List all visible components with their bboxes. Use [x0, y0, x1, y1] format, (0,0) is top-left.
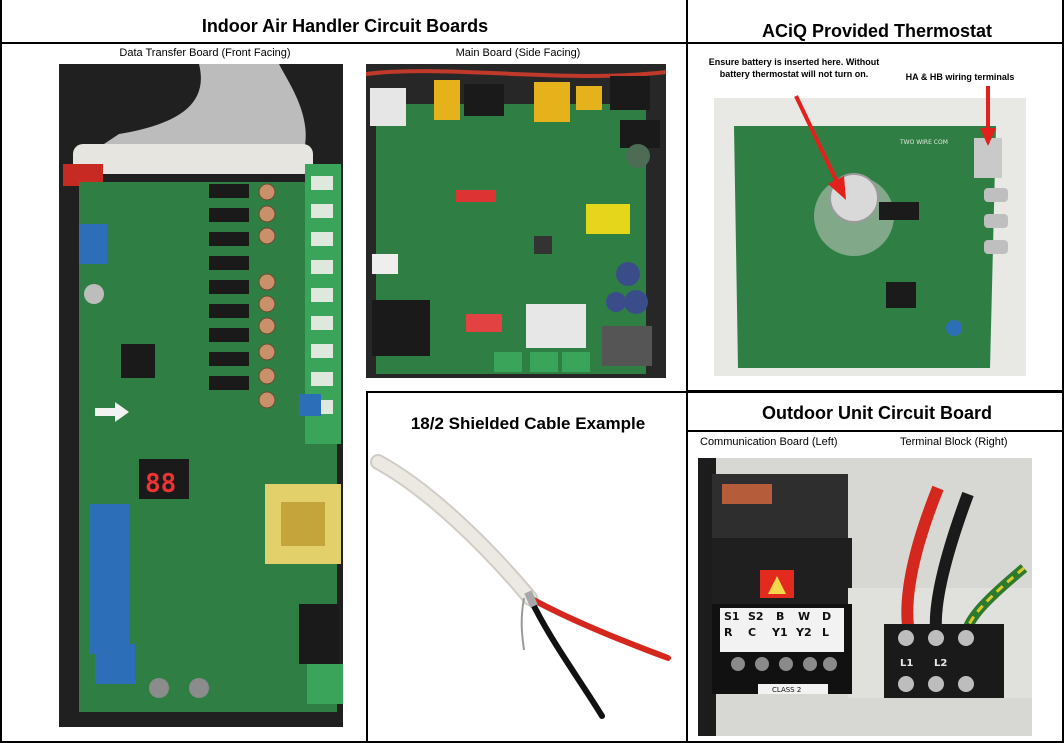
class2-sticker: CLASS 2 — [772, 686, 801, 694]
communication-board-caption: Communication Board (Left) — [700, 436, 838, 448]
battery-note: Ensure battery is inserted here. Without… — [708, 57, 880, 79]
terminal-bottom-y2: Y2 — [795, 626, 812, 639]
svg-text:88: 88 — [145, 469, 176, 499]
indoor-title: Indoor Air Handler Circuit Boards — [201, 16, 489, 36]
terminal-top-b: B — [776, 610, 784, 623]
terminals-note: HA & HB wiring terminals — [905, 72, 1015, 82]
shielded-cable-photo — [370, 450, 686, 740]
board-print: TWO WIRE COM — [899, 139, 948, 146]
outdoor-title: Outdoor Unit Circuit Board — [762, 403, 992, 423]
right-border — [1062, 0, 1064, 743]
vertical-divider — [686, 0, 688, 743]
terminal-top-s1: S1 — [724, 610, 740, 623]
terminal-bottom-r: R — [724, 626, 733, 639]
callout-arrows — [794, 86, 996, 200]
left-border — [0, 0, 2, 743]
data-transfer-board-photo: 88 — [59, 64, 343, 727]
thermostat-title: ACiQ Provided Thermostat — [761, 21, 993, 41]
terminal-top-s2: S2 — [748, 610, 764, 623]
outdoor-title-rule — [688, 430, 1064, 432]
terminal-bottom-y1: Y1 — [771, 626, 788, 639]
cable-title: 18/2 Shielded Cable Example — [410, 414, 646, 433]
bottom-border — [0, 741, 1064, 743]
terminal-bottom-l: L — [822, 626, 829, 639]
cable-box-top — [366, 391, 686, 393]
terminal-arrow-head — [980, 128, 996, 146]
terminal-bottom-c: C — [748, 626, 756, 639]
data-transfer-board-caption: Data Transfer Board (Front Facing) — [119, 47, 291, 59]
cable-box-left — [366, 391, 368, 741]
block-label-l1: L1 — [900, 658, 913, 669]
main-board-caption: Main Board (Side Facing) — [455, 47, 581, 59]
block-label-l2: L2 — [934, 658, 947, 669]
terminal-top-d: D — [822, 610, 831, 623]
terminal-top-w: W — [798, 610, 810, 623]
outdoor-unit-photo: CLASS 2 S1 S2 B W D R C Y1 Y2 L L1 L2 — [698, 458, 1032, 736]
top-rule — [0, 42, 1064, 44]
terminal-block-caption: Terminal Block (Right) — [900, 436, 1008, 448]
battery-arrow — [794, 95, 840, 185]
battery-arrow-head — [828, 176, 846, 200]
thermostat-photo: TWO WIRE COM — [714, 98, 1026, 376]
main-board-photo — [366, 64, 666, 378]
right-divider — [688, 390, 1064, 393]
